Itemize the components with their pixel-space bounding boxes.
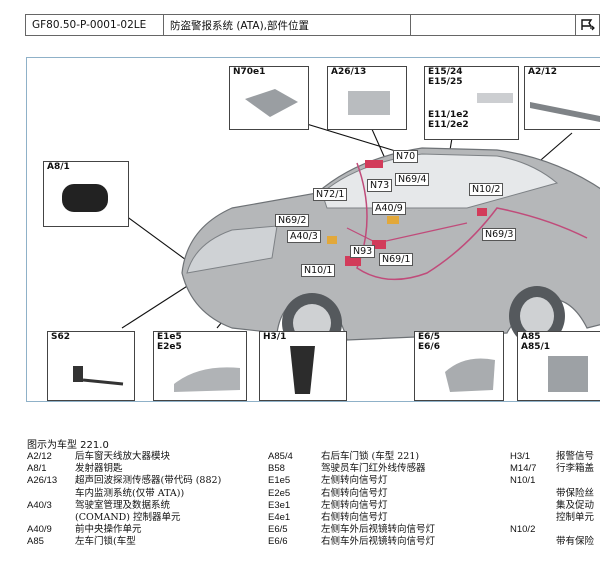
callout-n73: N73 <box>367 179 393 192</box>
callout-n69-4: N69/4 <box>395 173 430 186</box>
callout-n69-3: N69/3 <box>482 228 517 241</box>
tile-e1e5-e2e5: E1e5 E2e5 <box>153 331 247 401</box>
tile-a2-12: A2/12 <box>524 66 600 130</box>
doc-code: GF80.50-P-0001-02LE <box>26 15 164 35</box>
tile-a26-13: A26/13 <box>327 66 407 130</box>
callout-a40-3: A40/3 <box>287 230 321 243</box>
legend-row: 车内监测系统(仅带 ATA)) <box>75 487 185 499</box>
callout-n93: N93 <box>350 245 376 258</box>
callout-n10-1: N10/1 <box>301 264 336 277</box>
callout-n69-2: N69/2 <box>275 214 310 227</box>
tile-e15-e11: E15/24 E15/25 E11/1e2 E11/2e2 <box>424 66 519 140</box>
tile-s62: S62 <box>47 331 135 401</box>
component-location-illustration: N70e1 A26/13 E15/24 E15/25 E11/1e2 E11/2… <box>26 57 600 402</box>
tile-a8-1: A8/1 <box>43 161 129 227</box>
legend-row: 集及促动 <box>556 499 595 511</box>
legend-row: N10/1 <box>510 475 536 487</box>
legend-row: 带有保险 <box>556 536 595 548</box>
document-header: GF80.50-P-0001-02LE 防盗警报系统 (ATA),部件位置 <box>25 14 600 36</box>
doc-title: 防盗警报系统 (ATA),部件位置 <box>164 15 411 35</box>
legend-row: N10/2 <box>510 524 536 536</box>
callout-n69-1: N69/1 <box>379 253 414 266</box>
tile-e6-5-e6-6: E6/5 E6/6 <box>414 331 504 401</box>
legend-row: (COMAND) 控制器单元 <box>75 512 181 524</box>
tile-a85: A85 A85/1 <box>517 331 600 401</box>
legend-heading: 图示为车型 221.0 <box>27 440 109 451</box>
tile-h3-1: H3/1 <box>259 331 347 401</box>
callout-a40-9: A40/9 <box>372 202 406 215</box>
legend-row: 控制单元 <box>556 512 595 524</box>
tile-n70e1: N70e1 <box>229 66 309 130</box>
flag-icon[interactable] <box>576 15 599 35</box>
legend-row: 带保险丝 <box>556 487 595 499</box>
header-blank-cell <box>411 15 576 35</box>
callout-n10-2: N10/2 <box>469 183 504 196</box>
callout-n72-1: N72/1 <box>313 188 348 201</box>
callout-n70: N70 <box>393 150 419 163</box>
